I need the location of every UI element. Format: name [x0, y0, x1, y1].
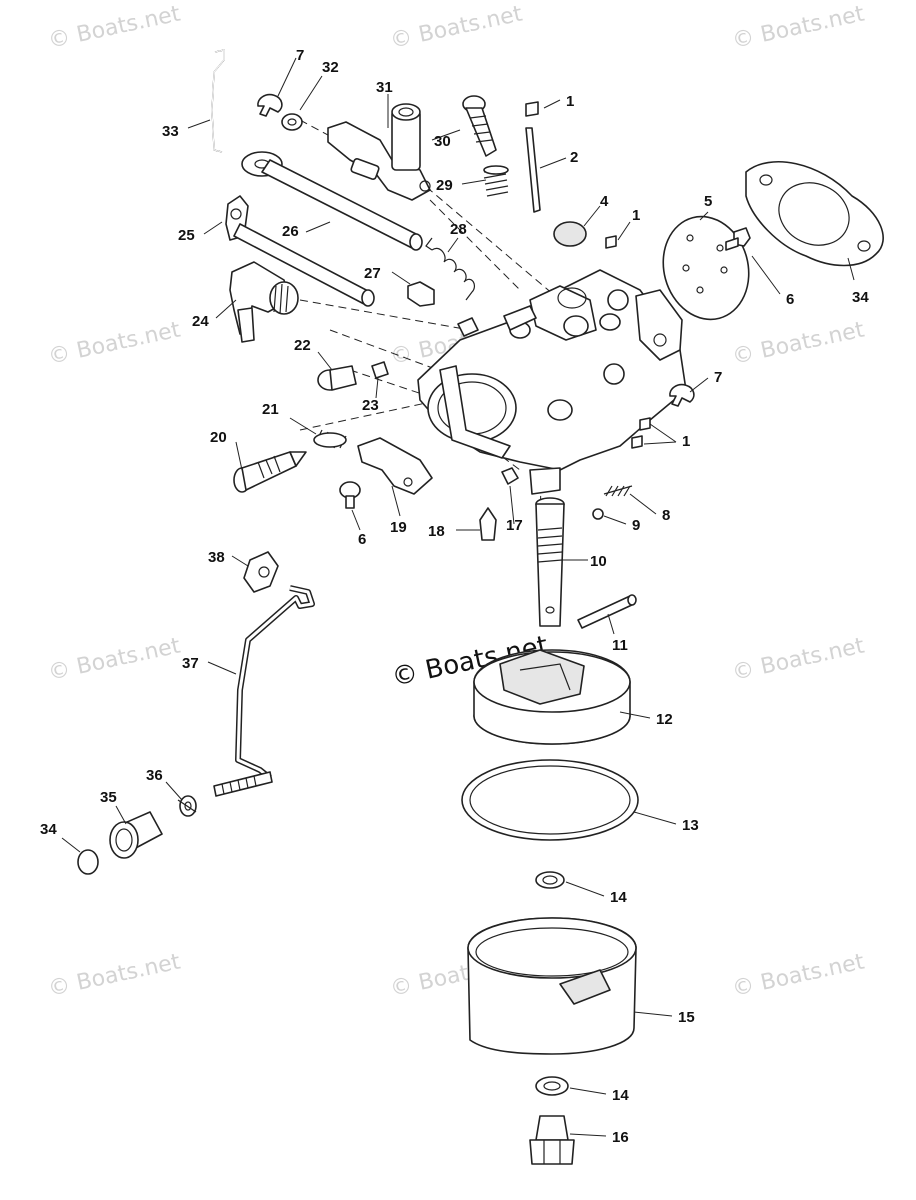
callout-17: 17	[506, 517, 523, 534]
callout-20: 20	[210, 429, 227, 446]
check-spring	[603, 485, 633, 497]
idle-screw	[462, 95, 497, 157]
throttle-spring	[425, 237, 476, 301]
plug-screw	[317, 365, 357, 391]
link-rod	[525, 127, 541, 213]
callout-23: 23	[362, 397, 379, 414]
choke-lever	[327, 103, 431, 201]
needle-seat	[501, 467, 519, 485]
float-pin	[577, 594, 637, 629]
choke-shaft	[225, 195, 375, 307]
callout-16: 16	[612, 1129, 629, 1146]
cap-left	[77, 849, 99, 875]
welch-plugs-lower	[631, 417, 651, 449]
small-fitting	[407, 281, 435, 307]
callout-34: 34	[852, 289, 869, 306]
callout-1: 1	[566, 93, 574, 110]
callout-26: 26	[282, 223, 299, 240]
callout-14: 14	[610, 889, 627, 906]
callout-29: 29	[436, 177, 453, 194]
welch-plug-top	[525, 101, 539, 117]
needle-spring	[313, 429, 347, 449]
watermark: © Boats.net	[46, 1, 183, 53]
callout-32: 32	[322, 59, 339, 76]
callout-30: 30	[434, 133, 451, 150]
callout-22: 22	[294, 337, 311, 354]
callout-11: 11	[612, 637, 628, 654]
callout-1: 1	[682, 433, 690, 450]
callout-8: 8	[662, 507, 670, 524]
mixture-needle	[233, 451, 307, 493]
welch-plug-right	[605, 235, 617, 249]
callout-5: 5	[704, 193, 712, 210]
float	[473, 649, 631, 745]
watermark: © Boats.net	[46, 949, 183, 1001]
callout-7: 7	[296, 47, 304, 64]
bowl-gasket	[461, 759, 639, 841]
washer	[281, 113, 303, 131]
watermark: © Boats.net	[46, 633, 183, 685]
callout-35: 35	[100, 789, 117, 806]
watermark: © Boats.net	[730, 317, 867, 369]
jet-23	[371, 361, 389, 379]
callout-38: 38	[208, 549, 225, 566]
callout-12: 12	[656, 711, 673, 728]
watermark: © Boats.net	[730, 949, 867, 1001]
watermark-layer: © Boats.net © Boats.net © Boats.net © Bo…	[46, 1, 867, 1001]
callout-34: 34	[40, 821, 57, 838]
choke-rod	[213, 585, 315, 797]
callout-28: 28	[450, 221, 467, 238]
choke-knob-bushing	[109, 811, 163, 859]
callout-15: 15	[678, 1009, 695, 1026]
link-clip	[243, 551, 279, 593]
float-bowl	[467, 917, 637, 1055]
callout-31: 31	[376, 79, 393, 96]
throttle-shaft	[241, 151, 423, 251]
inlet-needle	[479, 507, 497, 541]
choke-link-wire	[211, 49, 225, 153]
callout-36: 36	[146, 767, 163, 784]
plug-cap	[553, 221, 587, 247]
callout-6: 6	[786, 291, 794, 308]
callout-9: 9	[632, 517, 640, 534]
callout-numbers: 1 2 4 1 5 6 34 7 1 8 9 10 11 12 13 14 15…	[40, 47, 869, 1146]
watermark: © Boats.net	[46, 317, 183, 369]
callout-37: 37	[182, 655, 199, 672]
screw-left	[339, 481, 361, 509]
float-bracket	[357, 437, 433, 495]
e-clip-right	[669, 383, 695, 407]
callout-21: 21	[262, 401, 279, 418]
nut	[177, 795, 197, 817]
callout-18: 18	[428, 523, 445, 540]
main-nozzle	[535, 497, 565, 627]
callout-13: 13	[682, 817, 699, 834]
leader-lines	[61, 57, 855, 1137]
callout-14: 14	[612, 1087, 629, 1104]
drain-plug	[529, 1115, 575, 1165]
callout-25: 25	[178, 227, 195, 244]
callout-10: 10	[590, 553, 607, 570]
callout-1: 1	[632, 207, 640, 224]
watermark: © Boats.net	[730, 1, 867, 53]
callout-19: 19	[390, 519, 407, 536]
fuel-elbow-fitting	[229, 261, 299, 343]
check-ball	[592, 508, 604, 520]
callout-4: 4	[600, 193, 609, 210]
callout-33: 33	[162, 123, 179, 140]
flange-gasket	[745, 160, 884, 267]
callout-6: 6	[358, 531, 366, 548]
e-clip-top	[257, 93, 283, 117]
callout-27: 27	[364, 265, 381, 282]
callout-7: 7	[714, 369, 722, 386]
callout-24: 24	[192, 313, 209, 330]
gasket-washer-upper	[535, 871, 565, 889]
watermark: © Boats.net	[388, 1, 525, 53]
idle-spring	[483, 165, 509, 197]
callout-2: 2	[570, 149, 578, 166]
carburetor-body	[417, 269, 687, 495]
watermark: © Boats.net	[730, 633, 867, 685]
screw-right	[725, 227, 751, 251]
gasket-washer-lower	[535, 1076, 569, 1096]
